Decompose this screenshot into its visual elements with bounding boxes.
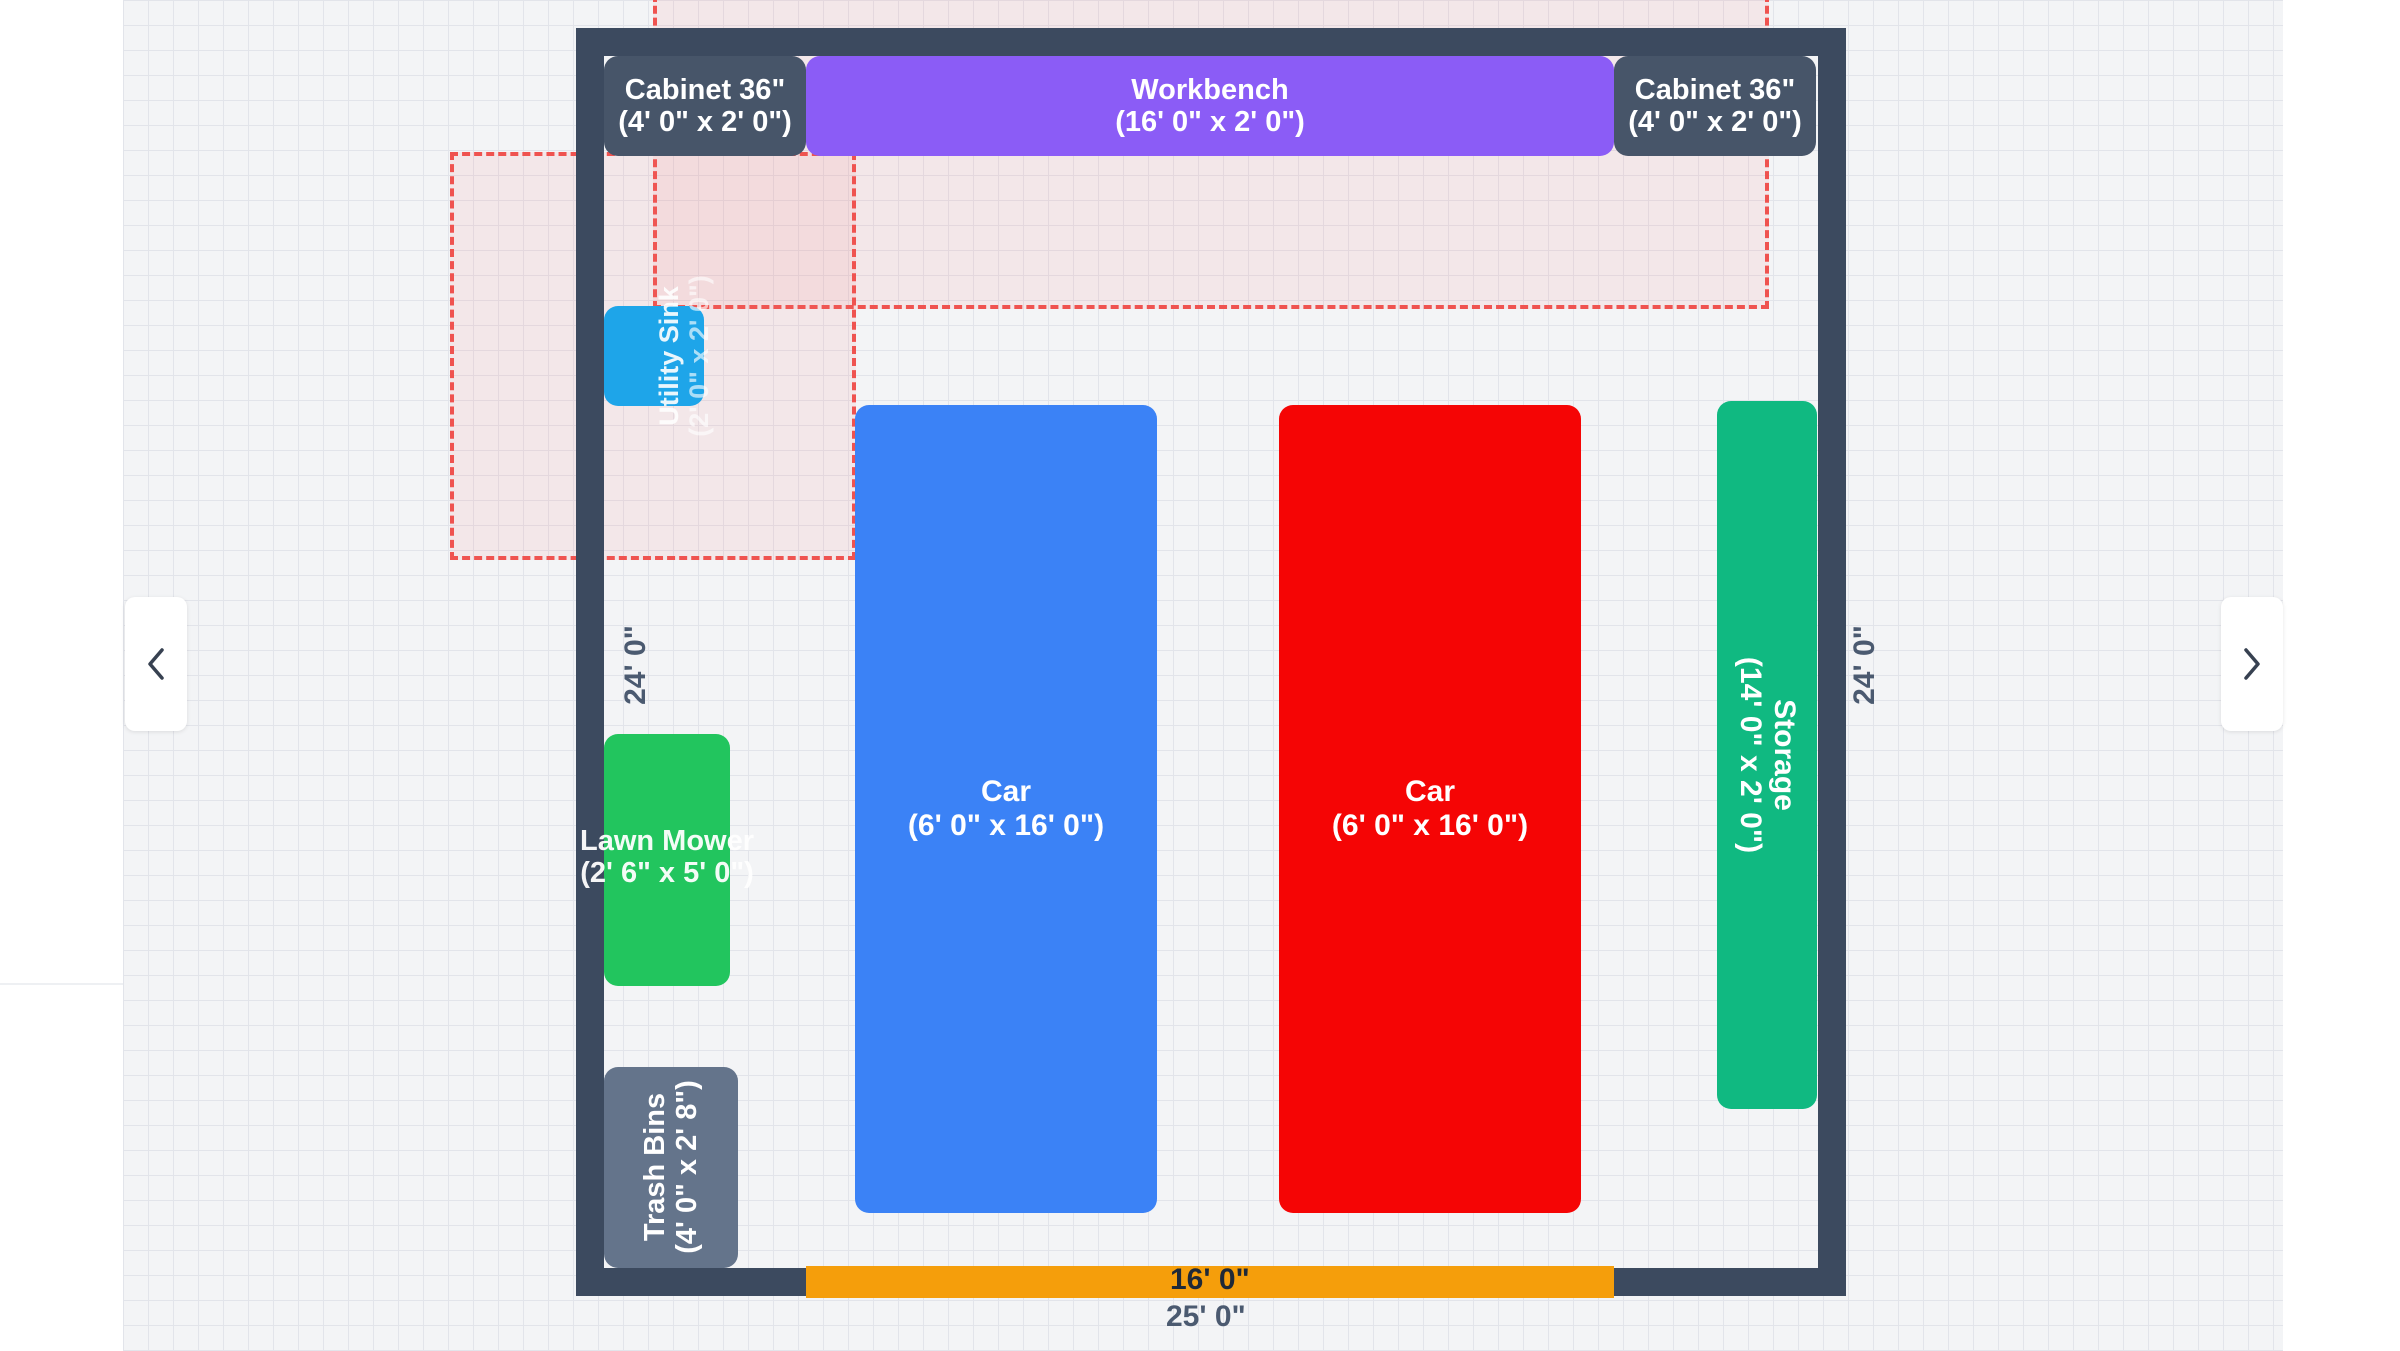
cabinet-left[interactable]: Cabinet 36" (4' 0" x 2' 0") — [604, 56, 806, 156]
car-right-size: (6' 0" x 16' 0") — [1331, 809, 1529, 842]
trash-bins-text: Trash Bins (4' 0" x 2' 8") — [631, 1067, 711, 1267]
cabinet-left-size: (4' 0" x 2' 0") — [618, 106, 792, 138]
utility-sink-size: (2' 0" x 2' 0") — [684, 275, 714, 437]
lawn-mower-size: (2' 6" x 5' 0") — [580, 857, 754, 890]
workbench[interactable]: Workbench (16' 0" x 2' 0") — [806, 56, 1614, 156]
car-left-size: (6' 0" x 16' 0") — [907, 809, 1105, 842]
cabinet-left-label: Cabinet 36" — [624, 73, 786, 106]
wall-bottom-left — [576, 1268, 806, 1296]
floor-plan-canvas[interactable] — [123, 0, 2283, 1351]
storage-text: Storage (14' 0" x 2' 0") — [1727, 605, 1807, 905]
utility-sink[interactable] — [604, 306, 704, 406]
storage[interactable] — [1717, 401, 1817, 1109]
storage-size: (14' 0" x 2' 0") — [1734, 656, 1767, 854]
door-width-label: 16' 0" — [1170, 1263, 1250, 1296]
utility-sink-label: Utility Sink — [654, 286, 685, 426]
cabinet-right-size: (4' 0" x 2' 0") — [1628, 106, 1802, 138]
trash-bins-label: Trash Bins — [638, 1092, 671, 1242]
lawn-mower[interactable] — [604, 734, 730, 986]
wall-right — [1818, 28, 1846, 1296]
car-right-label: Car — [1404, 775, 1456, 809]
trash-bins-size: (4' 0" x 2' 8") — [671, 1080, 703, 1254]
bottom-dimension-label: 25' 0" — [1166, 1300, 1246, 1333]
wall-bottom-right — [1614, 1268, 1846, 1296]
wall-left — [576, 28, 604, 1296]
storage-label: Storage — [1767, 699, 1801, 811]
next-button[interactable] — [2221, 597, 2283, 731]
page-edge-divider — [0, 983, 123, 985]
previous-button[interactable] — [125, 597, 187, 731]
cabinet-right-label: Cabinet 36" — [1634, 73, 1796, 106]
garage-door[interactable] — [806, 1266, 1614, 1298]
chevron-right-icon — [2244, 648, 2260, 680]
car-left[interactable]: Car (6' 0" x 16' 0") — [855, 405, 1157, 1213]
left-dimension-label: 24' 0" — [619, 625, 652, 705]
workbench-size: (16' 0" x 2' 0") — [1115, 106, 1305, 138]
wall-top — [576, 28, 1846, 56]
car-right[interactable]: Car (6' 0" x 16' 0") — [1279, 405, 1581, 1213]
car-left-label: Car — [980, 775, 1032, 809]
lawn-mower-text: Lawn Mower (2' 6" x 5' 0") — [567, 825, 767, 890]
utility-sink-text: Utility Sink (2' 0" x 2' 0") — [654, 256, 714, 456]
lawn-mower-label: Lawn Mower — [579, 825, 754, 857]
trash-bins[interactable] — [604, 1067, 738, 1268]
workbench-label: Workbench — [1131, 73, 1289, 106]
chevron-left-icon — [148, 648, 164, 680]
right-dimension-label: 24' 0" — [1848, 625, 1881, 705]
cabinet-right[interactable]: Cabinet 36" (4' 0" x 2' 0") — [1614, 56, 1816, 156]
